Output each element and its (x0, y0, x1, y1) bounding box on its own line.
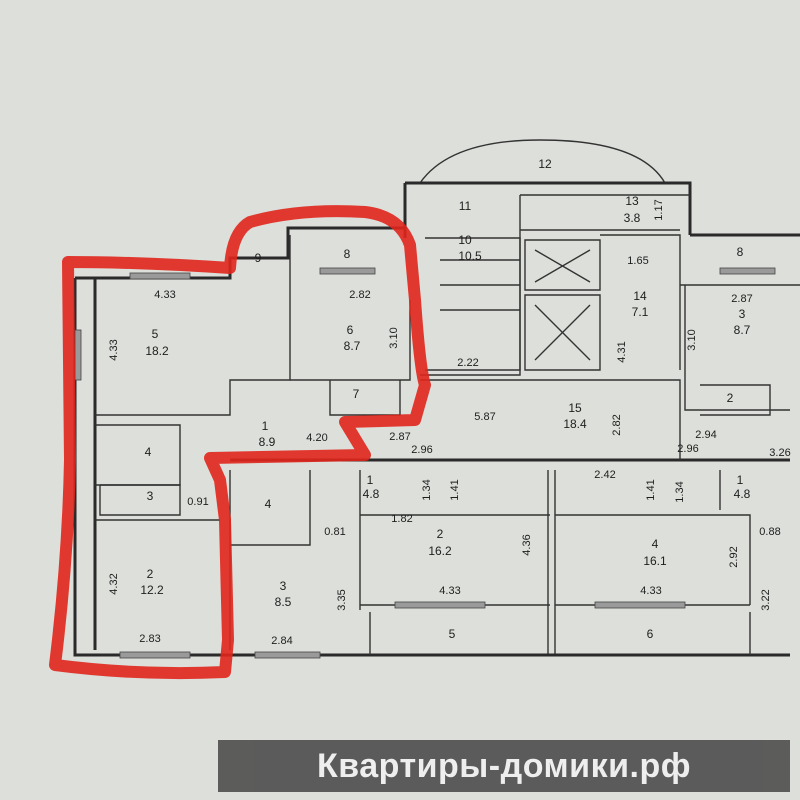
label-area-6: 8.7 (344, 339, 361, 353)
label-area-3-right: 8.7 (734, 323, 751, 337)
label-dim-1-82: 1.82 (391, 513, 412, 525)
label-dim-4-36: 4.36 (521, 534, 533, 555)
label-dim-2-82-top: 2.82 (349, 289, 370, 301)
label-room-11: 11 (459, 199, 472, 213)
label-dim-0-81: 0.81 (324, 526, 345, 538)
label-dim-0-88: 0.88 (759, 526, 780, 538)
watermark: Квартиры-домики.рф (218, 740, 790, 792)
label-dim-1-41-mid: 1.41 (449, 479, 461, 500)
label-room-2-left: 2 (147, 567, 154, 581)
label-area-1-mid: 4.8 (363, 487, 380, 501)
watermark-text: Квартиры-домики.рф (317, 746, 691, 785)
label-room-3-right: 3 (739, 307, 746, 321)
label-room-4-right: 4 (652, 537, 659, 551)
label-room-1-left: 1 (262, 419, 269, 433)
label-room-1-mid: 1 (367, 473, 374, 487)
label-area-2-mid: 16.2 (428, 544, 452, 558)
label-dim-3-26: 3.26 (769, 447, 790, 459)
label-dim-2-22: 2.22 (457, 357, 478, 369)
window-2 (319, 267, 376, 275)
label-dim-1-17: 1.17 (653, 199, 665, 220)
label-room-10: 10 (458, 233, 472, 247)
label-dim-2-94: 2.94 (695, 429, 716, 441)
label-area-1-left: 8.9 (259, 435, 276, 449)
label-room-7: 7 (353, 387, 360, 401)
label-dim-2-84: 2.84 (271, 635, 292, 647)
highlighted-apartment-outline (49, 205, 431, 680)
window-5 (394, 601, 486, 609)
label-dim-3-10: 3.10 (686, 329, 698, 350)
label-balcony-5: 5 (449, 627, 456, 641)
label-dim-2-83: 2.83 (139, 633, 160, 645)
label-dim-2-87-right: 2.87 (731, 293, 752, 305)
label-room-3-mid: 3 (280, 579, 287, 593)
label-room-8-left: 8 (344, 247, 351, 261)
label-room-1-right: 1 (737, 473, 744, 487)
label-area-4-right: 16.1 (643, 554, 667, 568)
label-area-2-left: 12.2 (140, 583, 164, 597)
label-dim-4-33-top: 4.33 (154, 289, 175, 301)
label-room-4-mid: 4 (265, 497, 272, 511)
label-area-1-right: 4.8 (734, 487, 751, 501)
label-dim-4-33-vert: 4.33 (108, 339, 120, 360)
label-dim-1-41-right: 1.41 (645, 479, 657, 500)
label-area-14: 7.1 (632, 305, 649, 319)
label-area-15: 18.4 (563, 417, 587, 431)
label-dim-4-33-bottom-a: 4.33 (439, 585, 460, 597)
label-area-13: 3.8 (624, 211, 641, 225)
window-6 (594, 601, 686, 609)
window-3 (119, 651, 191, 659)
label-room-4-left: 4 (145, 445, 152, 459)
label-dim-5-87: 5.87 (474, 411, 495, 423)
label-dim-3-35: 3.35 (336, 589, 348, 610)
label-dim-4-32: 4.32 (108, 573, 120, 594)
label-area-5: 18.2 (145, 344, 169, 358)
windows (74, 267, 776, 659)
walls (73, 139, 800, 657)
label-dim-2-96-right: 2.96 (677, 443, 698, 455)
label-dim-2-87-mid: 2.87 (389, 431, 410, 443)
label-room-2-mid: 2 (437, 527, 444, 541)
label-room-14: 14 (633, 289, 647, 303)
label-dim-1-65: 1.65 (627, 255, 648, 267)
label-dim-3-22: 3.22 (760, 589, 772, 610)
label-room-8-right: 8 (737, 245, 744, 259)
label-room-13: 13 (625, 194, 639, 208)
label-dim-4-31: 4.31 (616, 341, 628, 362)
label-dim-2-42: 2.42 (594, 469, 615, 481)
label-room-9: 9 (255, 251, 262, 265)
label-dim-1-34-mid: 1.34 (421, 479, 433, 500)
label-room-2-right-small: 2 (727, 391, 734, 405)
label-dim-1-34-right: 1.34 (674, 481, 686, 502)
window-8 (74, 329, 82, 381)
window-4 (254, 651, 321, 659)
label-balcony-6: 6 (647, 627, 654, 641)
label-area-10: 10.5 (458, 249, 482, 263)
label-dim-4-33-bottom-b: 4.33 (640, 585, 661, 597)
label-area-3-mid: 8.5 (275, 595, 292, 609)
label-room-5: 5 (152, 327, 159, 341)
label-dim-0-91: 0.91 (187, 496, 208, 508)
window-7 (719, 267, 776, 275)
label-dim-2-92: 2.92 (728, 546, 740, 567)
label-room-15: 15 (568, 401, 582, 415)
label-dim-2-96-left: 2.96 (411, 444, 432, 456)
window-1 (129, 272, 191, 280)
label-dim-2-82-hall: 2.82 (611, 414, 623, 435)
label-room-3-left-small: 3 (147, 489, 154, 503)
label-dim-4-20: 4.20 (306, 432, 327, 444)
label-room-6: 6 (347, 323, 354, 337)
label-balcony-top: 12 (538, 157, 552, 171)
label-dim-3-10-left: 3.10 (388, 327, 400, 348)
